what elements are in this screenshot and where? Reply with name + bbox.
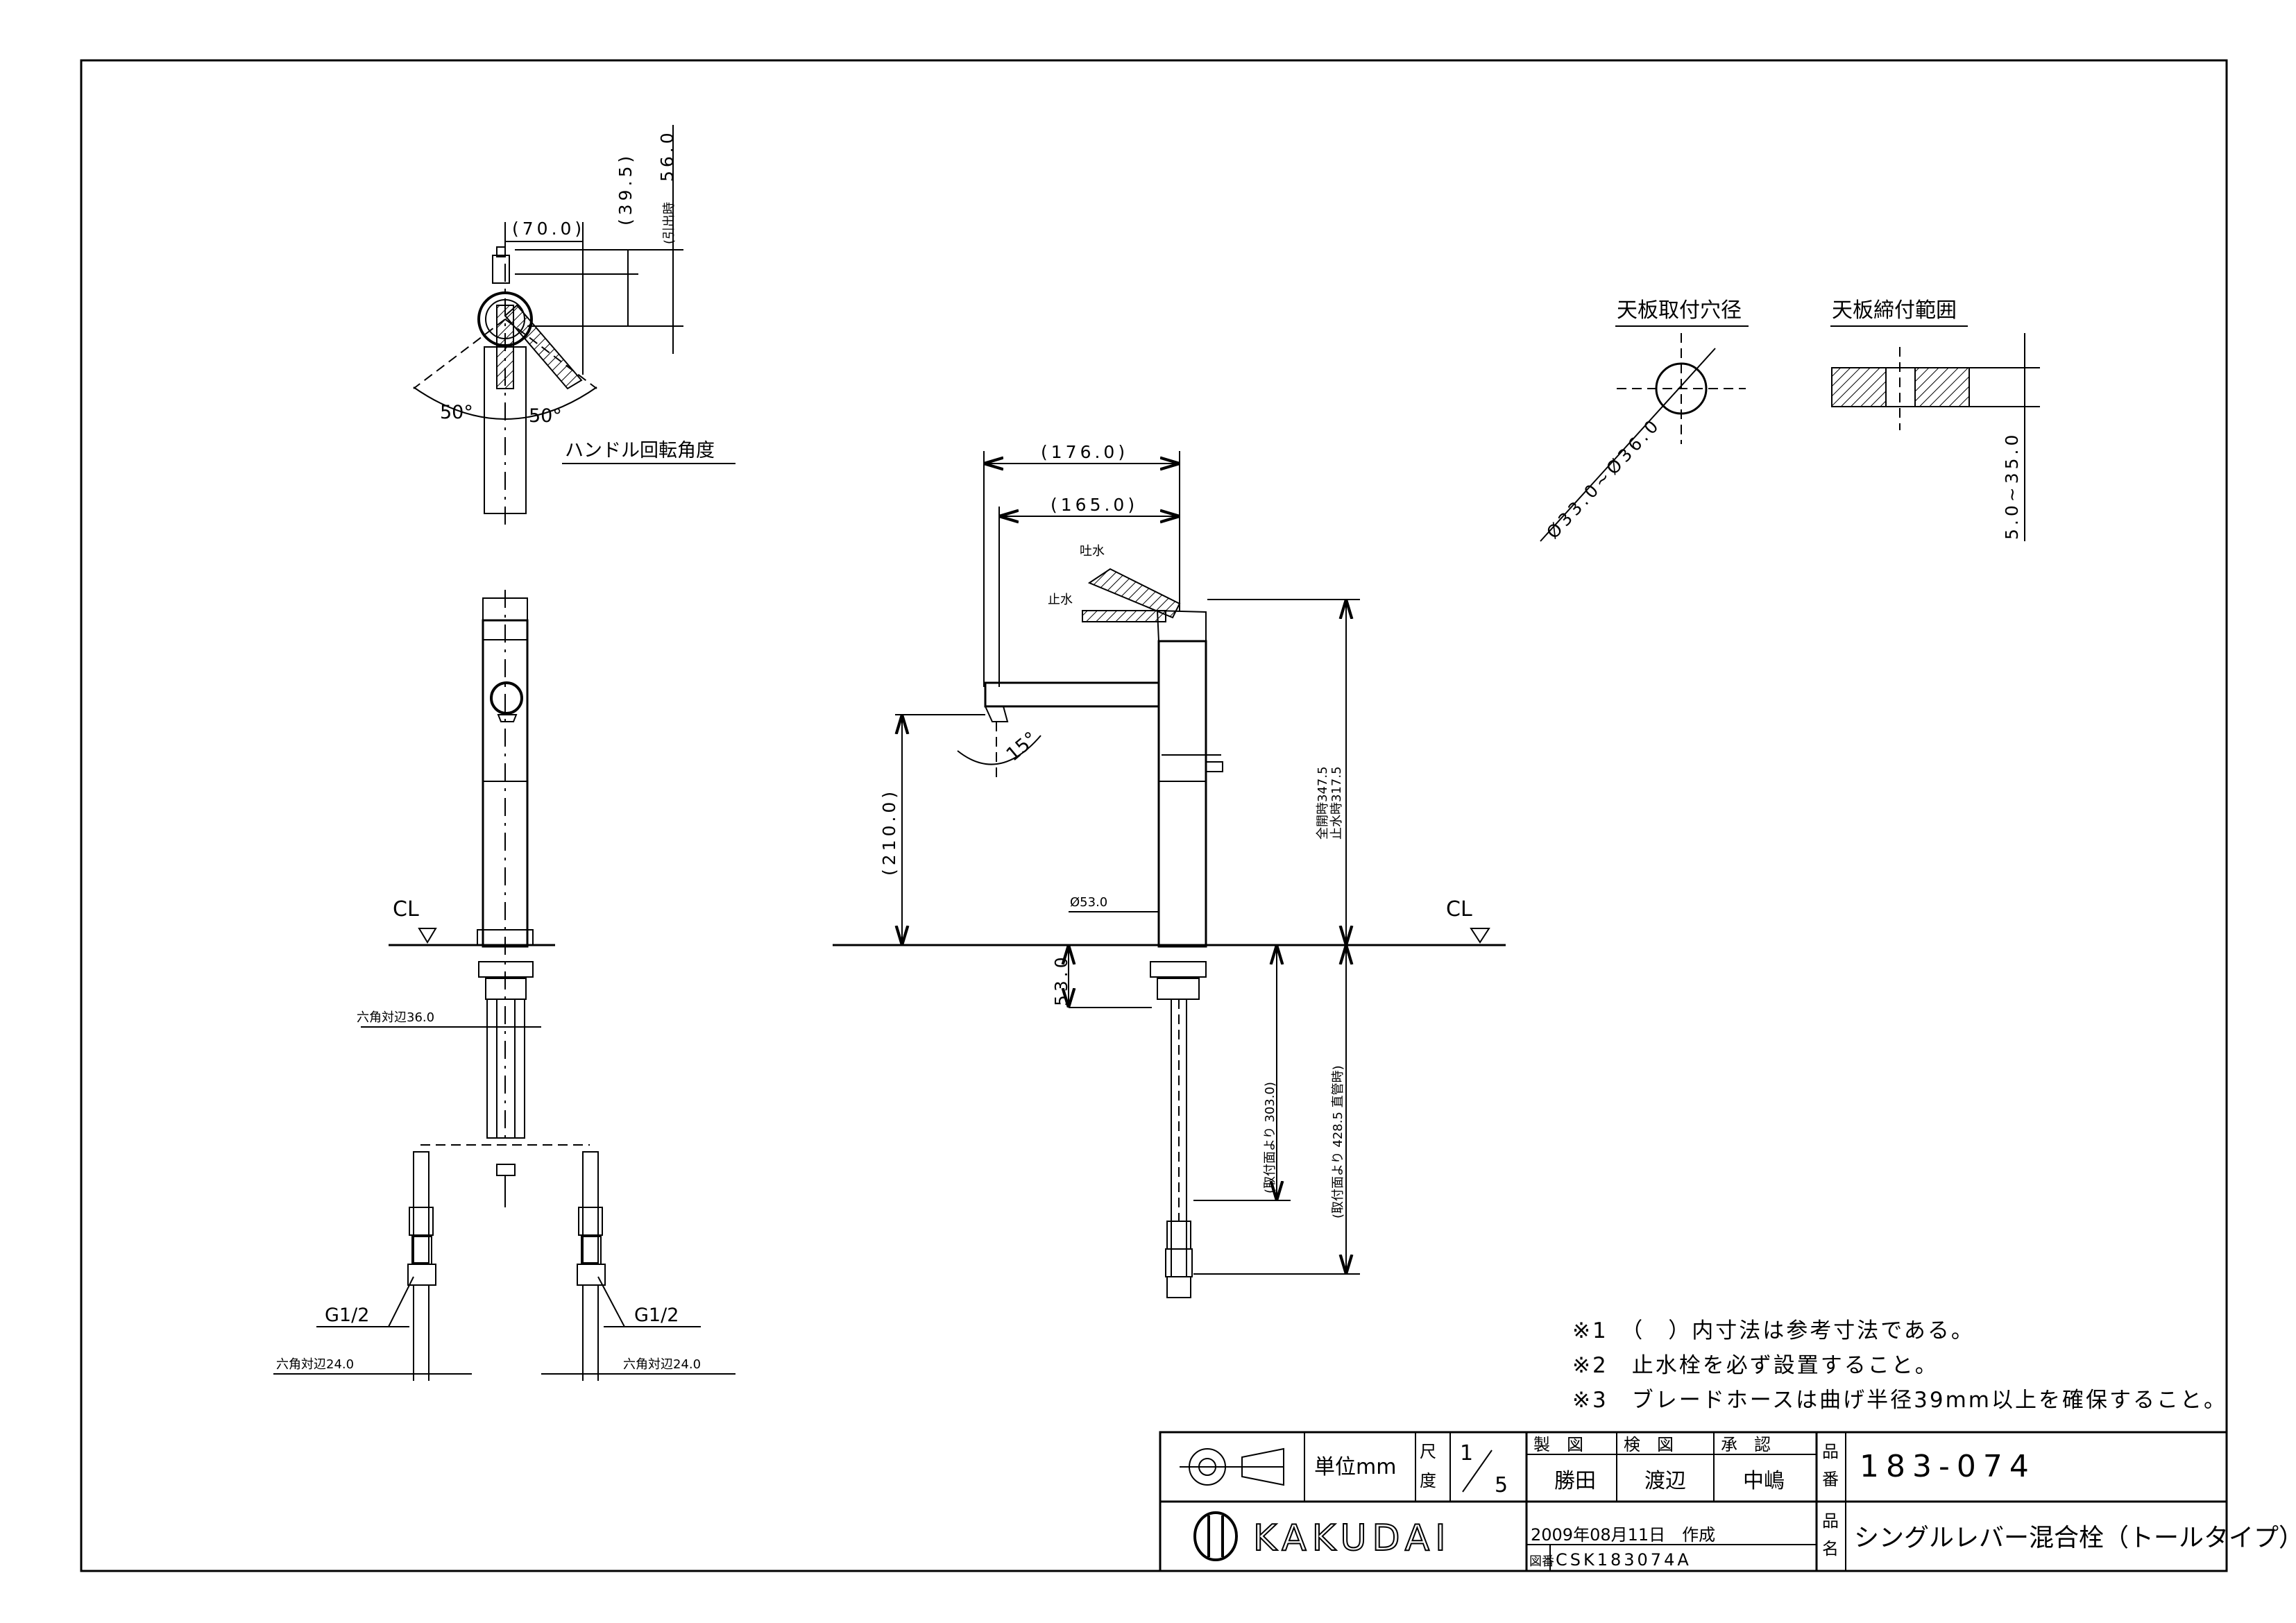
- front-cl-label: CL: [393, 897, 419, 921]
- scale-label-1: 尺: [1420, 1442, 1436, 1461]
- dim-303: (取付面より 303.0): [1263, 1082, 1277, 1193]
- shonin-label: 承 認: [1721, 1435, 1771, 1454]
- hinban-label-1: 品: [1822, 1442, 1839, 1461]
- dim-428: (取付面より 428.5 直管時): [1331, 1065, 1345, 1218]
- hole-title: 天板取付穴径: [1617, 298, 1742, 323]
- dim-176: (176.0): [1041, 442, 1128, 462]
- g-right-label: G1/2: [634, 1305, 679, 1326]
- angle-left-label: 50°: [440, 402, 473, 423]
- hinban-value: 183-074: [1860, 1449, 2036, 1484]
- side-view: 吐水 止水 15° (176.0) (165.0) (210.0) CL Ø53…: [833, 442, 1506, 1298]
- note-1: ※1 （ ）内寸法は参考寸法である。: [1572, 1318, 1975, 1343]
- height-close-label: 止水時317.5: [1329, 766, 1344, 840]
- dim-210: (210.0): [879, 788, 899, 876]
- notes: ※1 （ ）内寸法は参考寸法である。 ※2 止水栓を必ず設置すること。 ※3 ブ…: [1572, 1318, 2227, 1413]
- note-2: ※2 止水栓を必ず設置すること。: [1572, 1353, 1939, 1378]
- clamp-range-label: 5.0~35.0: [2002, 432, 2022, 540]
- title-block: 単位mm 尺 度 1 5 製 図 検 図 承 認 勝田 渡辺 中嶋 品 番 18…: [1159, 1431, 2296, 1572]
- dim-56-note: (引出時: [662, 202, 677, 244]
- zuban-label: 図番: [1529, 1554, 1554, 1569]
- kakudai-logo: [1193, 1511, 1238, 1561]
- hinban-label-2: 番: [1822, 1470, 1839, 1489]
- hex24-left-label: 六角対辺24.0: [276, 1357, 354, 1372]
- seizu-label: 製 図: [1533, 1435, 1583, 1454]
- mounting-hole-detail: 天板取付穴径 Ø33.0~Ø36.0: [1540, 298, 1749, 543]
- dim-56: 56.0: [657, 129, 677, 182]
- dia53-label: Ø53.0: [1070, 895, 1107, 910]
- angle-right-label: 50°: [529, 405, 562, 427]
- dim-53: 53.0: [1051, 953, 1071, 1006]
- clamp-range-detail: 天板締付範囲 5.0~35.0: [1830, 298, 2040, 541]
- front-view: CL 六角対辺36.0 G1/2 G1/2 六角対辺24.0: [273, 590, 735, 1381]
- angle15-label: 15°: [1003, 728, 1042, 766]
- scale-den: 5: [1495, 1473, 1508, 1497]
- spout-open-label: 吐水: [1080, 544, 1105, 559]
- kenzu-name: 渡辺: [1644, 1469, 1686, 1493]
- clamp-title: 天板締付範囲: [1832, 298, 1957, 323]
- handle-rotation-label: ハンドル回転角度: [565, 440, 715, 461]
- sheet-border: [80, 59, 2228, 1572]
- side-cl-label: CL: [1446, 897, 1472, 921]
- hex24-right-label: 六角対辺24.0: [623, 1357, 701, 1372]
- scale-num: 1: [1460, 1441, 1473, 1465]
- hinmei-label-1: 品: [1822, 1511, 1839, 1531]
- seizu-name: 勝田: [1554, 1469, 1596, 1493]
- hex36-label: 六角対辺36.0: [357, 1010, 434, 1025]
- note-3: ※3 ブレードホースは曲げ半径39mm以上を確保すること。: [1572, 1388, 2227, 1413]
- shonin-name: 中嶋: [1743, 1469, 1785, 1493]
- unit-label: 単位mm: [1314, 1455, 1396, 1479]
- hole-dia-label: Ø33.0~Ø36.0: [1542, 414, 1665, 543]
- hinmei-value: シングルレバー混合栓（トールタイプ）: [1854, 1524, 2296, 1552]
- top-view: 50° 50° ハンドル回転角度 (70.0) (39.5) 56.0 (引出時: [413, 125, 735, 527]
- height-open-label: 全開時347.5: [1316, 766, 1330, 840]
- spout-close-label: 止水: [1048, 593, 1073, 607]
- kenzu-label: 検 図: [1624, 1435, 1674, 1454]
- dim-39: (39.5): [615, 153, 636, 226]
- g-left-label: G1/2: [325, 1305, 369, 1326]
- dim-70: (70.0): [512, 219, 585, 239]
- scale-label-2: 度: [1420, 1471, 1436, 1490]
- zuban-value: CSK183074A: [1556, 1550, 1692, 1570]
- hinmei-label-2: 名: [1822, 1539, 1839, 1558]
- dim-165: (165.0): [1051, 495, 1138, 515]
- brand-name: KAKUDAI: [1253, 1518, 1452, 1559]
- date-label: 2009年08月11日 作成: [1531, 1525, 1715, 1545]
